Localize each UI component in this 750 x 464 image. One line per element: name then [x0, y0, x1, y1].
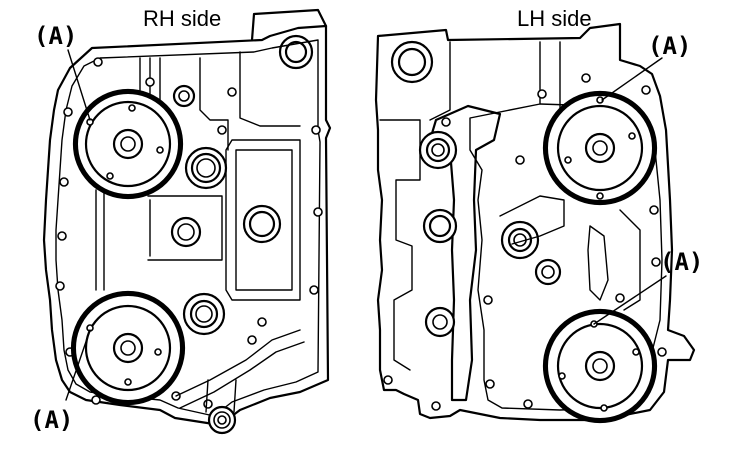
lh-lower-cam-sprocket — [542, 308, 658, 424]
lh-cylinder-head — [374, 22, 696, 424]
rh-bolt-holes — [55, 57, 323, 409]
callout-a-lh-upper: (A) — [648, 32, 691, 60]
lh-tensioner-pulleys — [418, 130, 562, 338]
rh-side-title: RH side — [143, 6, 221, 31]
lh-side-title: LH side — [517, 6, 592, 31]
rh-lower-cam-sprocket — [70, 290, 186, 406]
callout-a-lh-lower: (A) — [660, 248, 703, 276]
callout-leaders — [65, 49, 667, 401]
rh-cylinder-head — [42, 8, 332, 435]
callout-a-rh-upper: (A) — [34, 22, 77, 50]
rh-upper-cam-sprocket — [72, 88, 184, 200]
rh-idler — [184, 146, 228, 190]
lh-bolt-holes — [383, 73, 667, 411]
callout-a-rh-lower: (A) — [30, 406, 73, 434]
lh-upper-cam-sprocket — [542, 90, 658, 206]
